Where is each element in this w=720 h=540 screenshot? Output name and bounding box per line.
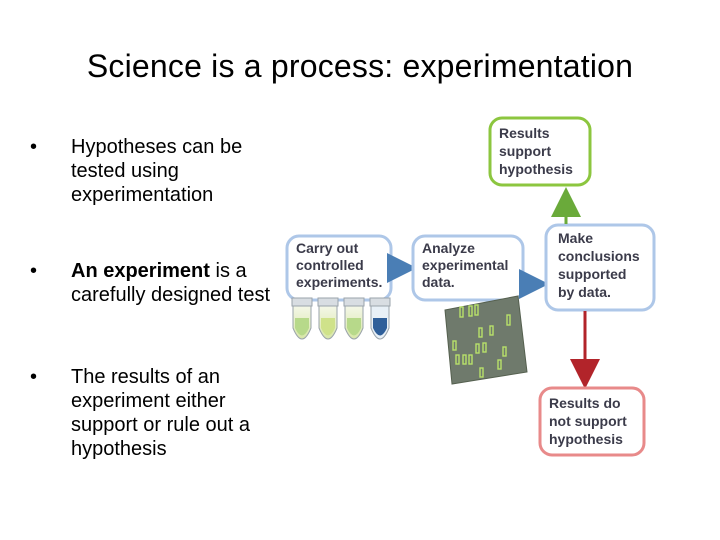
make-conclusions-box: Make conclusions supported by data.: [544, 223, 656, 312]
bullet-item: The results of an experiment either supp…: [30, 365, 280, 461]
test-tube: [369, 297, 391, 340]
results-support-box: Results support hypothesis: [488, 116, 592, 187]
bullet-text: The results of an experiment either supp…: [71, 366, 250, 460]
gel-band: [482, 342, 487, 353]
gel-band: [468, 305, 473, 317]
analyze-line-3: data.: [422, 274, 455, 290]
analyze-line-1: Analyze: [422, 240, 475, 256]
results-not-support-box: Results do not support hypothesis: [538, 386, 646, 457]
make-conclusions-line-2: conclusions: [558, 248, 640, 264]
results-support-box-border: [488, 116, 592, 187]
gel-band: [452, 340, 457, 351]
results-not-support-line-3: hypothesis: [549, 431, 623, 447]
carry-out-line-3: experiments.: [296, 274, 382, 290]
test-tube: [291, 297, 313, 340]
carry-out-line-1: Carry out: [296, 240, 359, 256]
analyze-box-border: [411, 234, 525, 302]
results-support-line-1: Results: [499, 125, 550, 141]
carry-out-box: Carry out controlled experiments.: [285, 234, 393, 302]
test-tube: [317, 297, 339, 340]
results-not-support-line-2: not support: [549, 413, 627, 429]
gel-band: [502, 346, 507, 357]
gel-band: [479, 367, 484, 378]
gel-band: [475, 343, 480, 354]
test-tubes: [291, 297, 391, 340]
gel-band: [459, 306, 464, 318]
results-support-line-3: hypothesis: [499, 161, 573, 177]
gel-band: [468, 354, 473, 365]
gel-band: [506, 314, 511, 326]
gel-background: [444, 295, 528, 385]
slide-title: Science is a process: experimentation: [86, 48, 634, 84]
make-conclusions-line-1: Make: [558, 230, 593, 246]
gel-band: [489, 325, 494, 336]
bullet-text: Hypotheses can be tested using experimen…: [71, 136, 243, 206]
gel-band: [474, 304, 479, 316]
make-conclusions-line-4: by data.: [558, 284, 611, 300]
bullet-list: Hypotheses can be tested using experimen…: [30, 135, 280, 461]
results-not-support-line-1: Results do: [549, 395, 621, 411]
make-conclusions-box-border: [544, 223, 656, 312]
test-tube: [343, 297, 365, 340]
gel-band: [462, 354, 467, 365]
bullet-text: is a carefully designed test: [71, 260, 271, 306]
gel-image: [444, 295, 528, 385]
gel-band: [455, 354, 460, 365]
analyze-box: Analyze experimental data.: [411, 234, 525, 302]
results-not-support-box-border: [538, 386, 646, 457]
carry-out-line-2: controlled: [296, 257, 364, 273]
results-support-line-2: support: [499, 143, 551, 159]
bullet-bold-text: An experiment: [71, 260, 210, 282]
make-conclusions-line-3: supported: [558, 266, 626, 282]
gel-band: [478, 327, 483, 338]
bullet-item: An experiment is a carefully designed te…: [30, 259, 280, 307]
bullet-item: Hypotheses can be tested using experimen…: [30, 135, 280, 207]
analyze-line-2: experimental: [422, 257, 508, 273]
gel-band: [497, 359, 502, 370]
